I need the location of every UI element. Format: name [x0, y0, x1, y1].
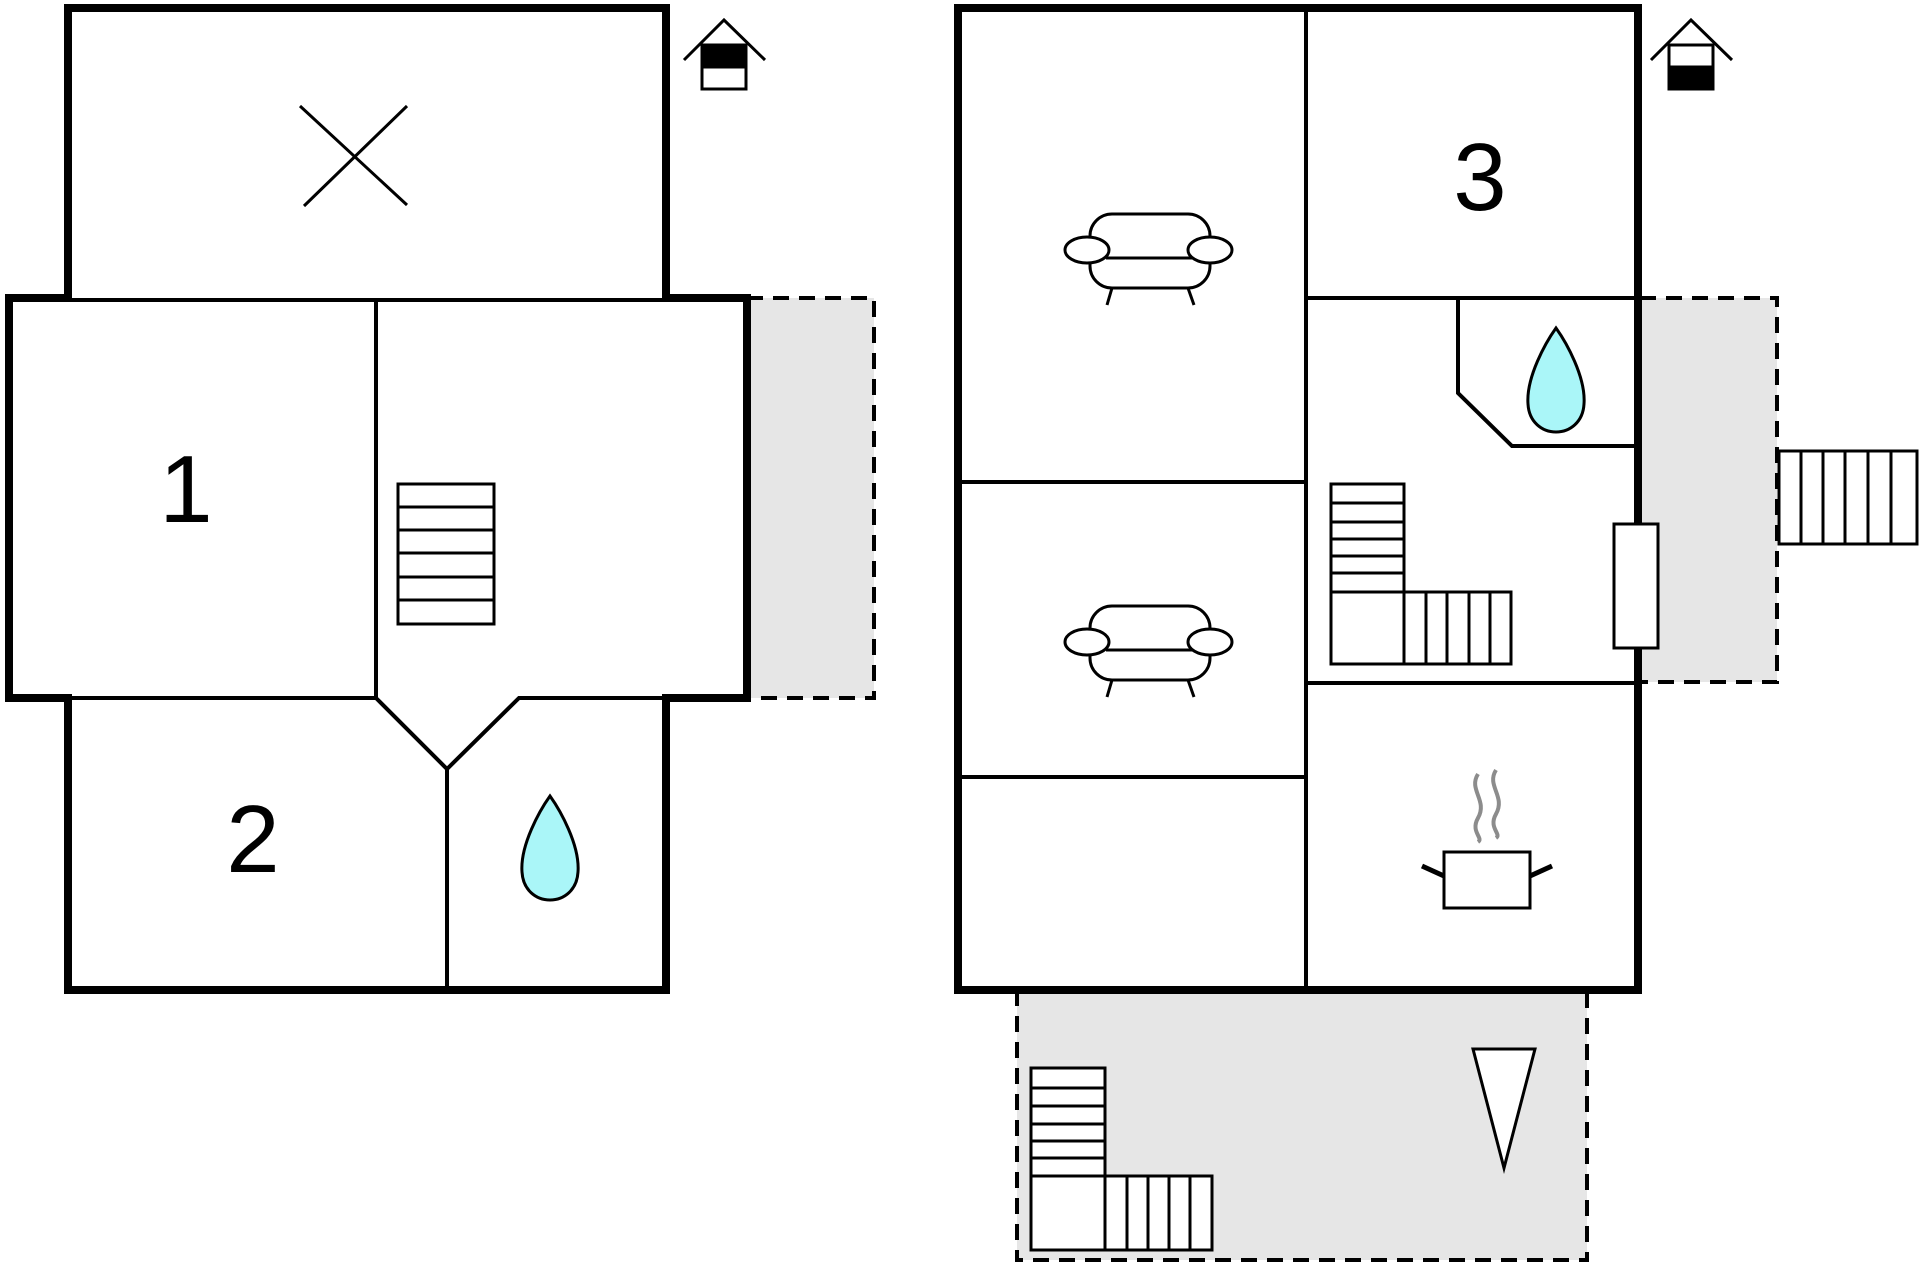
ground-floor-outer-wall — [954, 4, 1642, 994]
house-ground-floor-icon — [1649, 17, 1734, 91]
room-number-1: 1 — [159, 436, 212, 543]
room-number-3: 3 — [1453, 124, 1506, 231]
bathroom-water-drop-icon — [520, 793, 580, 902]
stairs-icon — [1329, 482, 1513, 666]
balcony-area — [747, 296, 876, 700]
upper-floor-plan: 1 2 — [5, 4, 876, 994]
bathroom-water-drop-icon — [1526, 325, 1586, 434]
door-icon — [1612, 522, 1660, 650]
house-upper-floor-icon — [682, 17, 767, 91]
room-number-2: 2 — [226, 786, 279, 893]
side-terrace-area — [1640, 296, 1779, 684]
terrace-stairs-icon — [1777, 449, 1919, 546]
upper-floor-interior-walls — [68, 298, 666, 988]
garden-direction-icon — [1471, 1047, 1537, 1174]
ground-floor-plan: 3 — [954, 4, 1919, 1262]
stairs-icon — [396, 482, 496, 626]
kitchen-pot-icon — [1420, 768, 1554, 910]
sofa-icon — [1063, 604, 1234, 698]
terrace-stairs-icon — [1029, 1066, 1214, 1252]
sofa-icon — [1063, 212, 1234, 306]
void-cross-icon — [298, 104, 409, 208]
ground-floor-interior-walls — [962, 8, 1636, 990]
